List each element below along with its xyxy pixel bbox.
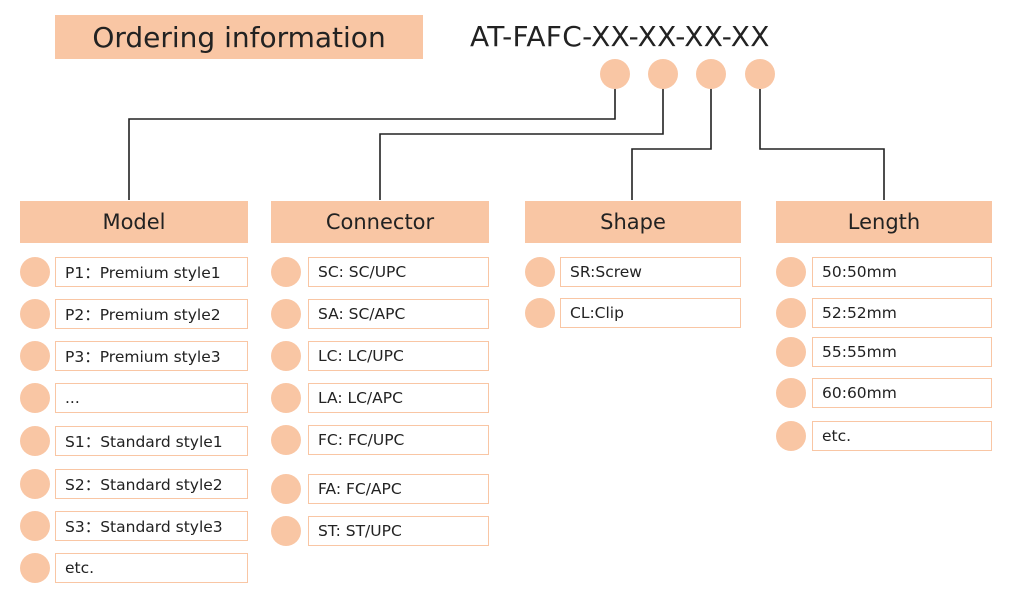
connector-item: LA: LC/APC <box>308 383 489 413</box>
length-item: 55:55mm <box>812 337 992 367</box>
length-item: etc. <box>812 421 992 451</box>
bullet <box>271 257 301 287</box>
bullet <box>271 474 301 504</box>
bullet <box>776 378 806 408</box>
length-item: 60:60mm <box>812 378 992 408</box>
bullet <box>20 426 50 456</box>
bullet <box>271 425 301 455</box>
bullet <box>525 257 555 287</box>
header-shape: Shape <box>525 201 741 243</box>
bullet <box>525 298 555 328</box>
bullet <box>271 383 301 413</box>
bullet <box>20 511 50 541</box>
code-dot-length <box>745 59 775 89</box>
connector-item: SA: SC/APC <box>308 299 489 329</box>
line-model <box>128 88 616 200</box>
bullet <box>20 383 50 413</box>
header-connector: Connector <box>271 201 489 243</box>
length-item: 52:52mm <box>812 298 992 328</box>
line-connector <box>379 88 664 200</box>
bullet <box>776 337 806 367</box>
line-shape <box>631 88 712 200</box>
bullet <box>776 298 806 328</box>
bullet <box>271 516 301 546</box>
code-dot-connector <box>648 59 678 89</box>
header-model: Model <box>20 201 248 243</box>
connector-item: SC: SC/UPC <box>308 257 489 287</box>
model-item: etc. <box>55 553 248 583</box>
code-dot-model <box>600 59 630 89</box>
bullet <box>271 341 301 371</box>
bullet <box>271 299 301 329</box>
bullet <box>20 469 50 499</box>
bullet <box>20 299 50 329</box>
connector-item: FC: FC/UPC <box>308 425 489 455</box>
connector-item: FA: FC/APC <box>308 474 489 504</box>
product-code: AT-FAFC-XX-XX-XX-XX <box>470 19 770 53</box>
connector-item: LC: LC/UPC <box>308 341 489 371</box>
model-item: P3：Premium style3 <box>55 341 248 371</box>
shape-item: CL:Clip <box>560 298 741 328</box>
shape-item: SR:Screw <box>560 257 741 287</box>
code-dot-shape <box>696 59 726 89</box>
model-item: P1：Premium style1 <box>55 257 248 287</box>
connector-item: ST: ST/UPC <box>308 516 489 546</box>
model-item: S3：Standard style3 <box>55 511 248 541</box>
bullet <box>776 421 806 451</box>
model-item: S1：Standard style1 <box>55 426 248 456</box>
page-title: Ordering information <box>55 15 423 59</box>
bullet <box>776 257 806 287</box>
model-item: S2：Standard style2 <box>55 469 248 499</box>
line-length <box>759 88 885 200</box>
bullet <box>20 257 50 287</box>
bullet <box>20 341 50 371</box>
model-item: P2：Premium style2 <box>55 299 248 329</box>
header-length: Length <box>776 201 992 243</box>
model-item: ... <box>55 383 248 413</box>
bullet <box>20 553 50 583</box>
length-item: 50:50mm <box>812 257 992 287</box>
